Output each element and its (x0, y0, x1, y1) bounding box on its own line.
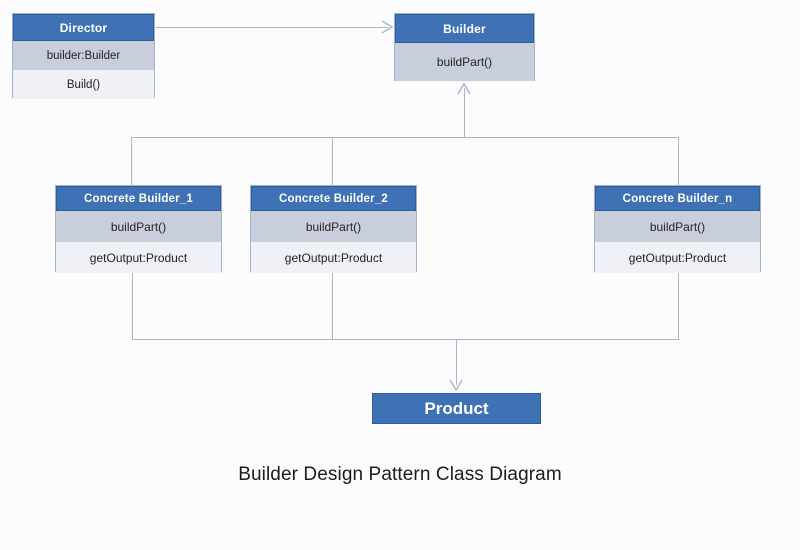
class-operation-cbn-getoutput: getOutput:Product (595, 242, 760, 273)
connector-drop-cbn (678, 137, 679, 186)
connector-drop-cb2 (332, 137, 333, 186)
class-operation-cb2-buildpart: buildPart() (251, 211, 416, 242)
class-attribute-director-builder: builder:Builder (13, 41, 154, 70)
class-box-concrete-builder-2[interactable]: Concrete Builder_2 buildPart() getOutput… (250, 185, 417, 273)
connector-riser-to-builder (464, 88, 465, 138)
class-operation-builder-buildpart: buildPart() (395, 43, 534, 81)
class-name-concrete-builder-2: Concrete Builder_2 (251, 186, 416, 211)
class-operation-cb1-getoutput: getOutput:Product (56, 242, 221, 273)
class-box-concrete-builder-1[interactable]: Concrete Builder_1 buildPart() getOutput… (55, 185, 222, 273)
class-operation-cb1-buildpart: buildPart() (56, 211, 221, 242)
class-name-director: Director (13, 14, 154, 41)
connector-generalization-bus (131, 137, 679, 138)
class-box-concrete-builder-n[interactable]: Concrete Builder_n buildPart() getOutput… (594, 185, 761, 273)
class-box-director[interactable]: Director builder:Builder Build() (12, 13, 155, 99)
connector-drop-to-product (456, 339, 457, 385)
class-name-concrete-builder-1: Concrete Builder_1 (56, 186, 221, 211)
class-name-concrete-builder-n: Concrete Builder_n (595, 186, 760, 211)
class-box-builder[interactable]: Builder buildPart() (394, 13, 535, 81)
connector-drop-cb1 (131, 137, 132, 186)
connector-cb2-to-product-bus (332, 272, 333, 340)
connector-product-bus (132, 339, 679, 340)
connector-director-to-builder (156, 27, 388, 28)
diagram-caption: Builder Design Pattern Class Diagram (238, 464, 562, 485)
class-operation-cbn-buildpart: buildPart() (595, 211, 760, 242)
class-operation-director-build: Build() (13, 70, 154, 99)
connector-cb1-to-product-bus (132, 272, 133, 340)
class-name-builder: Builder (395, 14, 534, 43)
class-operation-cb2-getoutput: getOutput:Product (251, 242, 416, 273)
class-box-product[interactable]: Product (372, 393, 541, 424)
class-name-product: Product (424, 398, 489, 418)
connector-cbn-to-product-bus (678, 272, 679, 340)
